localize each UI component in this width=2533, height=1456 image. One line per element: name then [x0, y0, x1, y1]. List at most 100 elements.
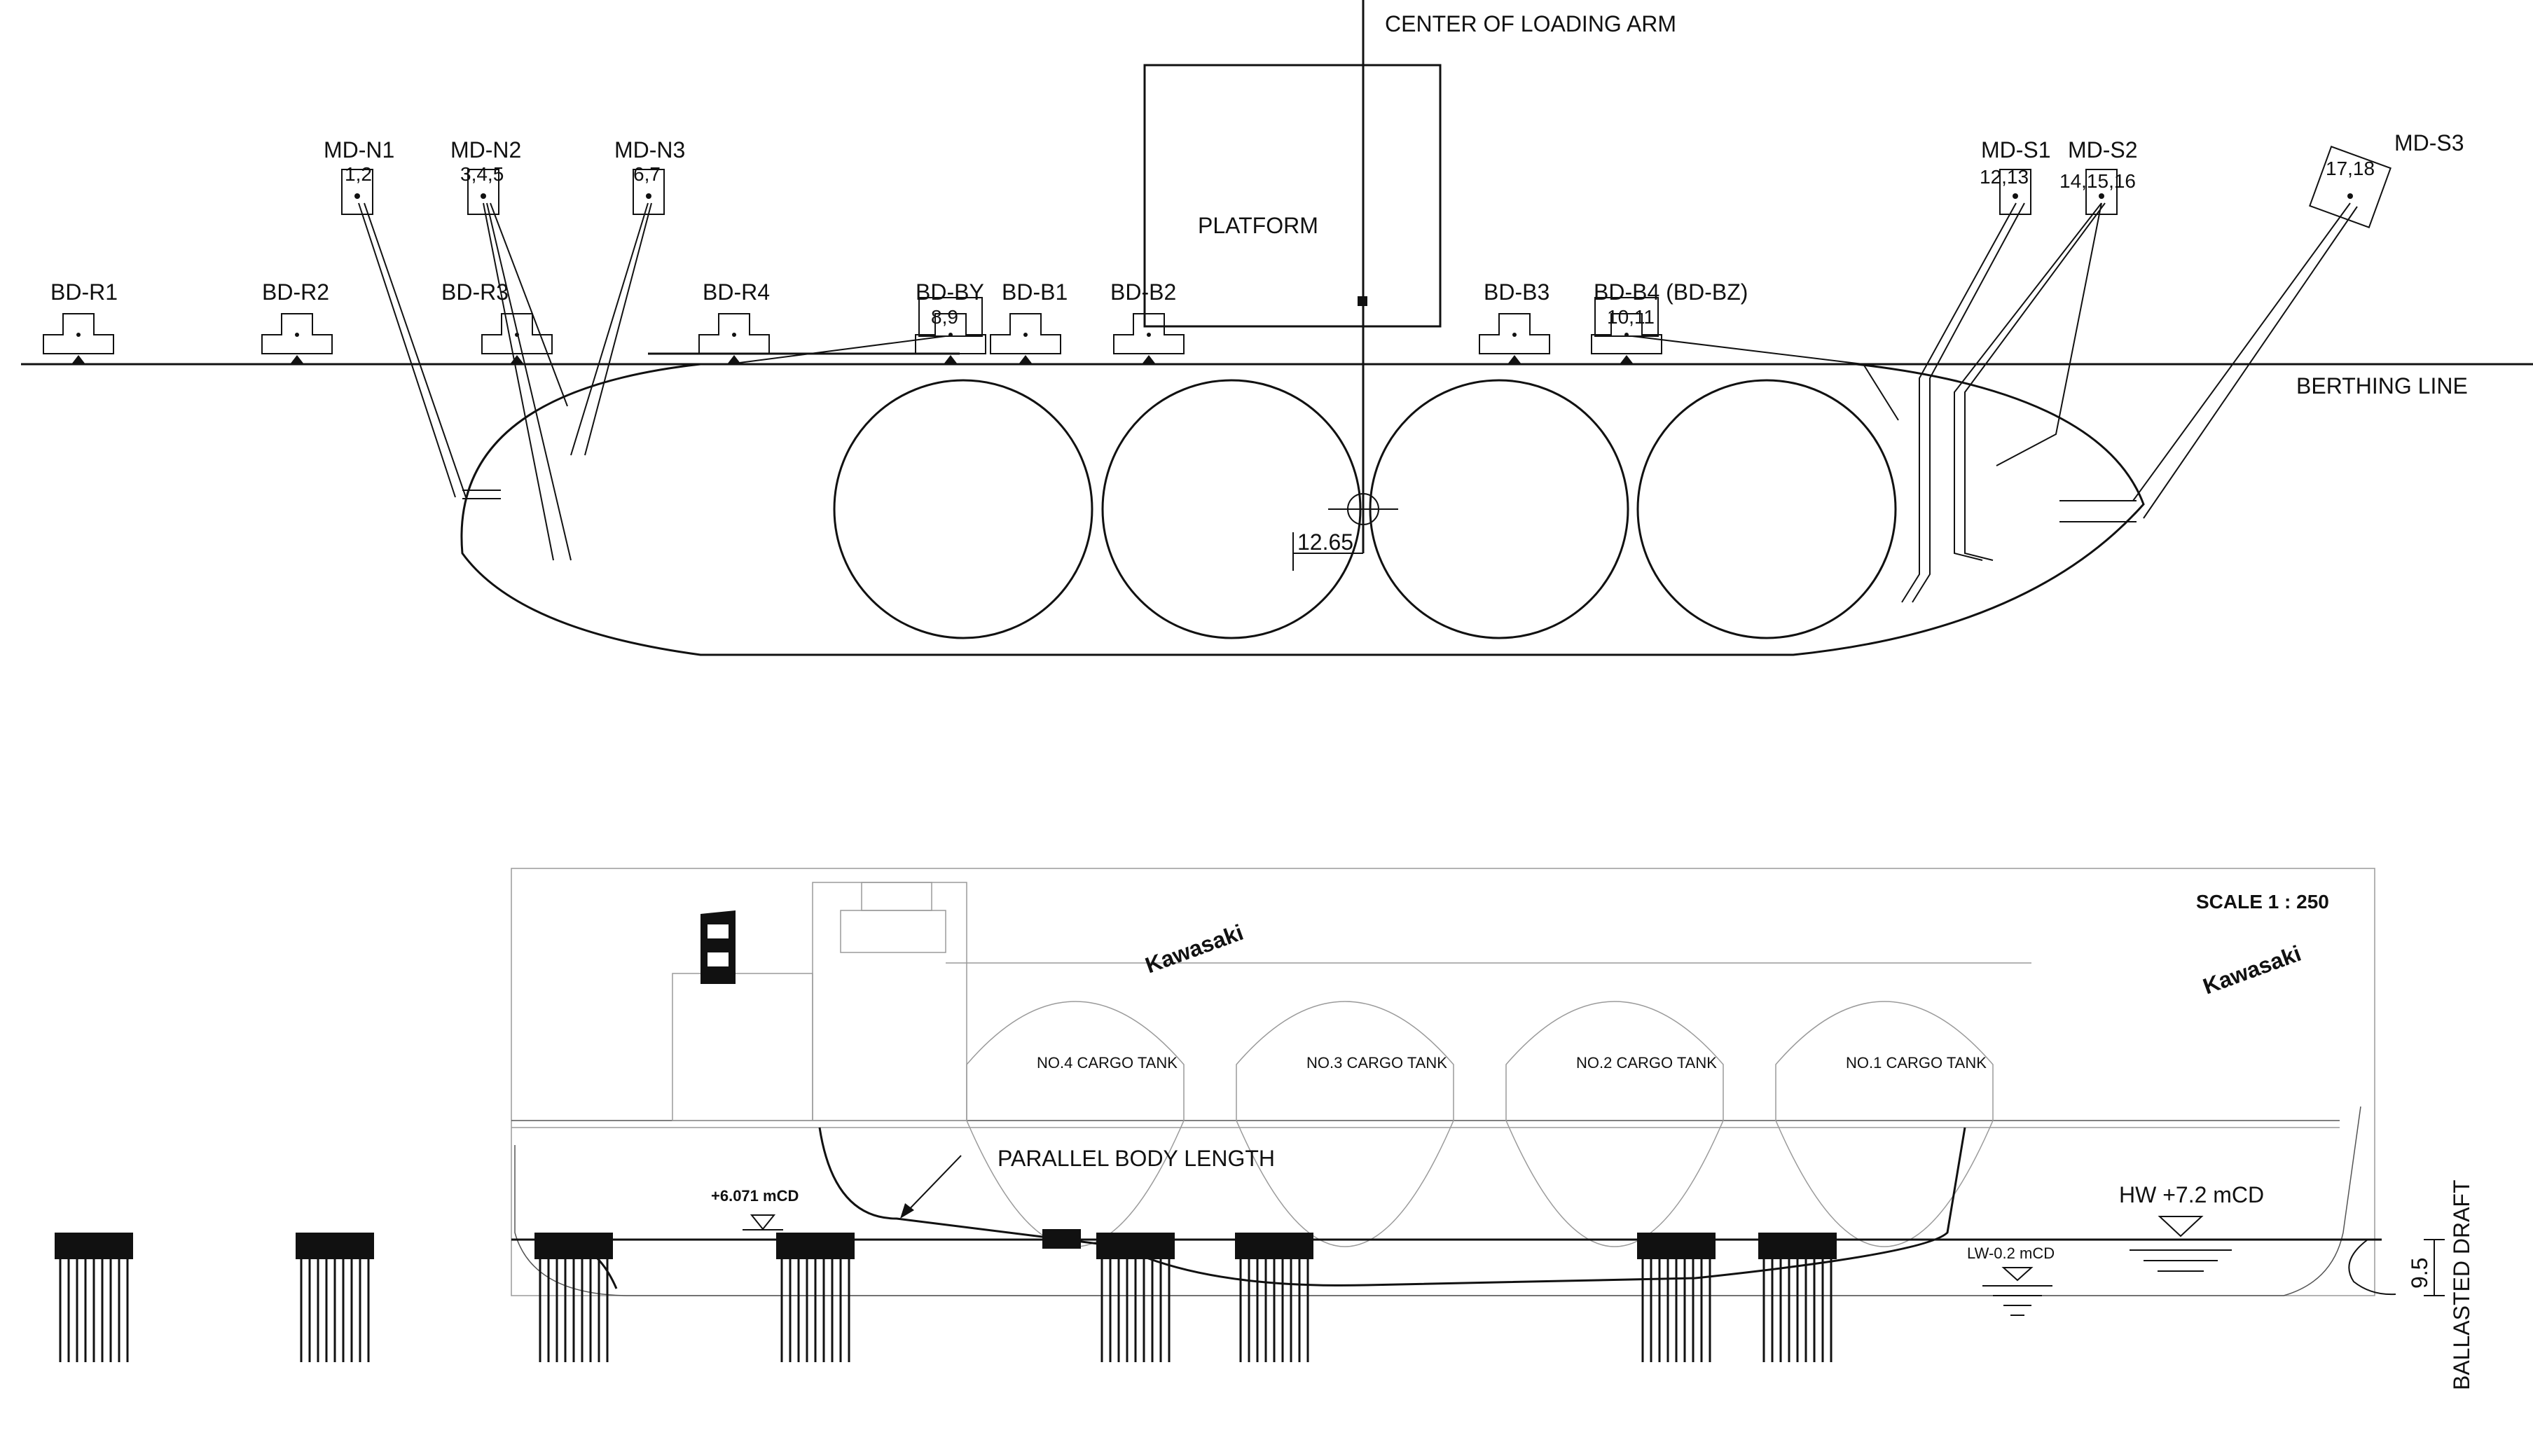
mooring-line: [364, 202, 467, 498]
tank-dome-2: [1505, 1001, 1724, 1121]
dolphin-label: BD-R2: [262, 279, 329, 305]
mooring-line: [1996, 202, 2102, 466]
line-numbers: 17,18: [2326, 158, 2375, 179]
mooring-dolphin-md-s1: MD-S1 12,13: [1980, 137, 2051, 215]
breasting-dolphin-bd-b1: BD-B1: [990, 279, 1068, 364]
breasting-dolphin-bd-r4: BD-R4: [698, 279, 770, 364]
mooring-line: [1631, 335, 1899, 421]
bollard-icon: [354, 193, 360, 199]
dolphin-label: MD-S1: [1981, 137, 2051, 162]
bollard-icon: [1512, 333, 1517, 337]
dolphin-outline: [990, 313, 1061, 354]
bollard-icon: [295, 333, 299, 337]
bollard-icon: [646, 193, 651, 199]
dolphin-box: [341, 169, 373, 215]
mooring-hook-box: [1594, 297, 1659, 337]
bollard-icon: [2099, 193, 2104, 199]
parallel-body-leader: [903, 1155, 962, 1216]
mooring-line: [2143, 206, 2358, 519]
pile-cap: [1758, 1233, 1837, 1259]
mooring-lines-plan: [358, 202, 2358, 603]
line-numbers: 14,15,16: [2059, 170, 2136, 192]
dolphin-box: [2309, 146, 2391, 228]
dolphin-outline: [43, 313, 114, 354]
tank-lower-1: [1775, 1120, 1994, 1247]
loading-arm-label: CENTER OF LOADING ARM: [1385, 11, 1676, 36]
pile-cap: [776, 1233, 855, 1259]
tank-dome-1: [1775, 1001, 1994, 1121]
pile-cap: [534, 1233, 613, 1259]
bollard-icon: [732, 333, 736, 337]
scale-label: SCALE 1 : 250: [2196, 891, 2329, 913]
pile-dolphins-elevation: [55, 1229, 1837, 1362]
bollard-icon: [1147, 333, 1151, 337]
mooring-dolphin-md-s2: MD-S2 14,15,16: [2059, 137, 2138, 215]
funnel-icon: [700, 910, 736, 984]
fender-icon: [1507, 355, 1521, 364]
mooring-hook-box: [918, 297, 983, 337]
dolphin-label: MD-N3: [614, 137, 685, 162]
breasting-dolphin-bd-r1: BD-R1: [43, 279, 118, 364]
pile-dolphin: [1096, 1233, 1175, 1362]
lw-label: LW-0.2 mCD: [1967, 1244, 2055, 1262]
hull-profile: [514, 1106, 2361, 1296]
fender-icon: [1019, 355, 1033, 364]
tank-dome-3: [1236, 1001, 1454, 1121]
pile-dolphin: [776, 1233, 855, 1362]
mooring-line: [358, 202, 456, 498]
line-numbers: 3,4,5: [460, 163, 504, 185]
dolphin-outline: [261, 313, 333, 354]
tank-label-1: NO.1 CARGO TANK: [1846, 1054, 1987, 1072]
gangway-block: [1042, 1229, 1081, 1249]
loading-arm-marker: [1358, 296, 1367, 306]
ship-hull-plan: [460, 363, 2145, 656]
bridge: [840, 910, 946, 953]
dolphin-outline: [1591, 313, 1662, 354]
dolphin-label: BD-B2: [1110, 279, 1176, 305]
dolphin-label: BD-R1: [50, 279, 118, 305]
level-triangle-icon: [750, 1214, 776, 1230]
dolphin-box: [2085, 169, 2118, 215]
funnel-window: [708, 924, 729, 938]
tank-dome-4: [966, 1001, 1185, 1121]
pile-cap: [296, 1233, 374, 1259]
breasting-dolphin-bd-by: 8,9BD-BY: [915, 279, 986, 364]
dolphin-label: MD-N2: [450, 137, 521, 162]
dolphin-outline: [698, 313, 770, 354]
dolphin-box: [1999, 169, 2031, 215]
fender-icon: [290, 355, 304, 364]
mooring-line: [1954, 202, 2102, 561]
center-dimension: 12.65: [1297, 529, 1353, 555]
cargo-tank-plan-1: [1636, 379, 1897, 639]
arrowhead-icon: [900, 1203, 914, 1219]
pile-dolphin: [55, 1233, 133, 1362]
watermark-logo: Kawasaki: [1142, 920, 1246, 978]
pile-dolphin: [1235, 1233, 1313, 1362]
line-numbers: 8,9: [931, 306, 958, 328]
mooring-line: [486, 202, 572, 561]
hw-triangle-icon: [2158, 1216, 2204, 1237]
line-numbers: 12,13: [1980, 166, 2029, 188]
pile-cap: [1235, 1233, 1313, 1259]
mooring-line: [1964, 202, 2106, 561]
bollard-icon: [1023, 333, 1028, 337]
dolphin-label: BD-B1: [1002, 279, 1068, 305]
mooring-line: [1912, 202, 2025, 603]
mooring-line: [584, 202, 652, 456]
tank-label-3: NO.3 CARGO TANK: [1306, 1054, 1447, 1072]
dolphin-outline: [1479, 313, 1550, 354]
watermark-logo: Kawasaki: [2200, 941, 2304, 999]
dolphin-label: BD-R3: [441, 279, 509, 305]
accommodation-tower: [812, 882, 967, 1121]
dolphin-box: [467, 169, 499, 215]
elevation-view: NO.4 CARGO TANK NO.3 CARGO TANK NO.2 CAR…: [55, 868, 2474, 1390]
deck-level-label: +6.071 mCD: [711, 1187, 799, 1205]
dolphin-outline: [1113, 313, 1185, 354]
mooring-dolphin-md-s3: MD-S3 17,18: [2309, 130, 2464, 228]
mooring-line: [728, 335, 946, 365]
dolphin-label: MD-S3: [2394, 130, 2464, 155]
platform-label: PLATFORM: [1198, 213, 1318, 238]
